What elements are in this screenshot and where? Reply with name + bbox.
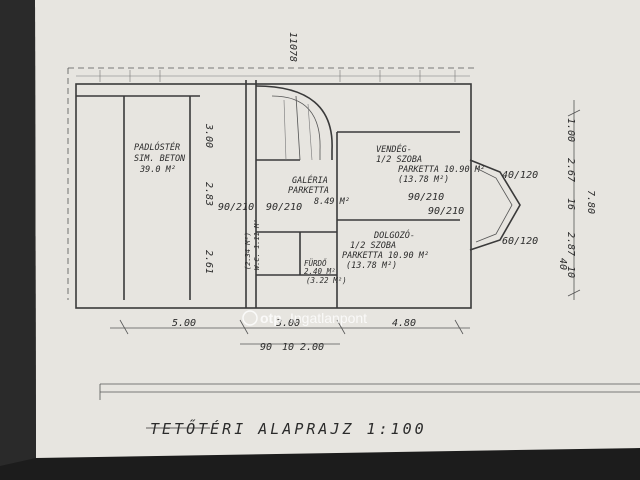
dim-top-2: 110 <box>287 32 298 50</box>
outer-outline <box>67 67 640 400</box>
window-mark-2: 90/210 <box>266 202 302 213</box>
dim-bottom-6: 2.00 <box>300 342 324 353</box>
dim-right-2: 2.67 <box>565 158 576 182</box>
room-label-dolgozo: DOLGOZÓ- 1/2 SZOBA PARKETTA 10.90 M² (13… <box>342 229 434 271</box>
dim-misc-3: 2.61 <box>203 250 214 274</box>
plan-title: TETŐTÉRI ALAPRAJZ 1:100 <box>150 418 427 438</box>
dim-bottom-3: 4.80 <box>392 318 416 329</box>
watermark-sub: Ingatlanpont <box>290 310 367 326</box>
dim-right-7: 40 <box>557 258 568 270</box>
otp-logo-icon <box>242 310 258 326</box>
bay-window <box>469 159 521 251</box>
dim-top-1: 78 <box>287 50 298 62</box>
dim-misc-2: 2.83 <box>203 182 214 206</box>
window-mark-4: 90/210 <box>428 206 464 217</box>
room-label-vendeg: VENDÉG- 1/2 SZOBA PARKETTA 10.90 M² (13.… <box>376 143 490 185</box>
dim-right-3: 16 <box>565 198 576 210</box>
window-mark-1: 90/210 <box>218 202 254 213</box>
dim-bottom-4: 90 <box>260 342 272 353</box>
room-label-wc: (2.34 M²) W.C. 1.11 M² <box>244 219 261 270</box>
dim-bottom-1: 5.00 <box>172 318 196 329</box>
watermark: otp Ingatlanpont <box>242 310 367 326</box>
dim-right-1: 1.00 <box>565 118 576 142</box>
dim-right-5: 10 <box>565 266 576 278</box>
roof-hatch <box>76 70 470 82</box>
dim-bottom-2: 3.00 <box>275 318 300 329</box>
staircase <box>255 85 333 161</box>
room-label-padloster: PADLÓSTÉR SIM. BETON 39.0 M² <box>134 141 190 175</box>
dim-misc-1: 3.00 <box>203 123 214 148</box>
dim-bottom-5: 10 <box>282 342 294 353</box>
window-mark-3: 90/210 <box>408 192 444 203</box>
room-label-galeria: GALÉRIA PARKETTA 8.49 M² <box>288 174 350 207</box>
room-label-furdo: FÜRDŐ 2.40 M² (3.22 M²) <box>304 259 347 285</box>
dim-right-4: 2.87 <box>565 232 576 256</box>
right-dimension-line <box>567 100 581 300</box>
window-mark-6: 60/120 <box>502 236 538 247</box>
walls <box>75 80 472 309</box>
watermark-brand: otp <box>260 310 282 326</box>
bottom-dimension-lines <box>110 319 470 345</box>
dim-right-6: 7.80 <box>585 190 596 214</box>
window-mark-5: 40/120 <box>502 170 538 181</box>
